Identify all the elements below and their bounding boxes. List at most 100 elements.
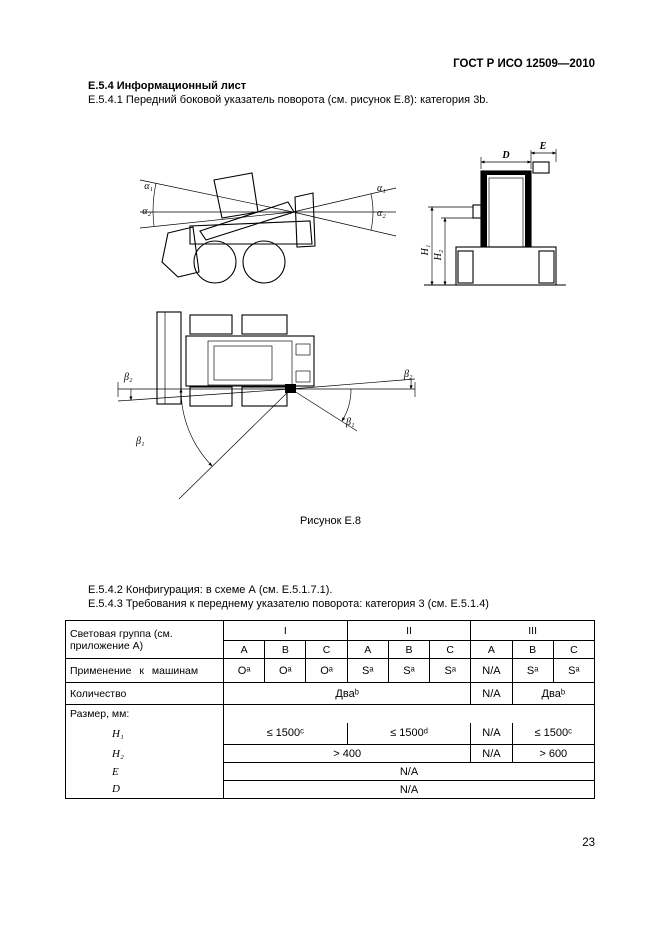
application-value-cell: Sᵃ bbox=[552, 658, 596, 683]
beta1-label: β₁ bbox=[345, 417, 354, 428]
h1-label-cell: H₁ bbox=[65, 722, 224, 745]
e-value-cell: N/A bbox=[223, 762, 595, 781]
angle-arc bbox=[370, 193, 374, 213]
wheel-bottom-left bbox=[189, 386, 233, 407]
subcol-header: A bbox=[470, 640, 513, 659]
application-value-cell: Oᵃ bbox=[264, 658, 307, 683]
side-view-drawing: α₁ α₂ α₁ α₂ bbox=[139, 172, 397, 284]
figure-e8: α₁ α₂ α₁ α₂ D E H₁ bbox=[117, 141, 566, 500]
h2-label-cell: H₂ bbox=[65, 744, 224, 763]
front-view-drawing: D E H₁ H₂ bbox=[420, 141, 566, 286]
application-value-cell: Oᵃ bbox=[305, 658, 348, 683]
left-wheel-front bbox=[457, 250, 474, 284]
h1-row: H₁ ≤ 1500ᶜ ≤ 1500ᵈ N/A ≤ 1500ᶜ bbox=[65, 722, 596, 745]
subcol-header: C bbox=[305, 640, 348, 659]
beta1-arc bbox=[179, 388, 213, 467]
page-number: 23 bbox=[582, 837, 595, 849]
e-row: E N/A bbox=[65, 762, 595, 781]
angle-arc bbox=[370, 211, 374, 231]
size-label-cell: Размер, мм: bbox=[65, 704, 224, 723]
requirements-table: Световая группа (см. приложение А) I II … bbox=[65, 620, 596, 799]
wheel-top-left bbox=[189, 314, 233, 335]
rear-post bbox=[294, 192, 316, 248]
blade bbox=[156, 311, 182, 405]
light-group-label-cell: Световая группа (см. приложение А) bbox=[65, 620, 224, 659]
front-wheel bbox=[242, 240, 286, 284]
quantity-value-cell: Дваᵇ bbox=[222, 682, 472, 705]
application-value-cell: Sᵃ bbox=[387, 658, 431, 683]
bucket bbox=[161, 226, 200, 278]
subcol-header: B bbox=[511, 640, 554, 659]
application-value-cell: Oᵃ bbox=[222, 658, 266, 683]
beta1-label: β₁ bbox=[135, 436, 144, 447]
angle-arc bbox=[152, 211, 155, 227]
d-dim-label: D bbox=[501, 150, 509, 161]
subcol-header: C bbox=[429, 640, 472, 659]
h1-value-cell: ≤ 1500ᵈ bbox=[346, 722, 472, 745]
h1-dim-label: H₁ bbox=[420, 245, 431, 257]
h2-row: H₂ > 400 N/A > 600 bbox=[65, 744, 596, 763]
wheel-top-right bbox=[241, 314, 288, 335]
application-value-cell: Sᵃ bbox=[511, 658, 554, 683]
chassis bbox=[189, 220, 313, 245]
size-header-row: Размер, мм: bbox=[65, 704, 595, 723]
rops-top-beam bbox=[481, 171, 531, 175]
lift-arm bbox=[199, 201, 295, 241]
alpha2-label: α₂ bbox=[377, 208, 386, 219]
cab-outline bbox=[480, 170, 532, 248]
body-outline bbox=[185, 335, 315, 387]
wheel-bottom-right bbox=[241, 386, 288, 407]
beta2-label: β₂ bbox=[403, 369, 413, 380]
d-row: D N/A bbox=[65, 780, 595, 799]
cab-inner bbox=[488, 177, 524, 248]
angle-line bbox=[290, 388, 358, 432]
group-header-I: I bbox=[223, 620, 348, 641]
beta2-label: β₂ bbox=[123, 372, 133, 383]
subcol-header: C bbox=[552, 640, 596, 659]
quantity-label-cell: Количество bbox=[65, 682, 224, 705]
side-lamp bbox=[472, 204, 482, 219]
group-header-III: III bbox=[470, 620, 595, 641]
angle-line bbox=[139, 179, 294, 213]
group-header-row: Световая группа (см. приложение А) I II … bbox=[65, 620, 595, 659]
figure-caption: Рисунок Е.8 bbox=[299, 515, 362, 527]
angle-line bbox=[290, 378, 416, 390]
application-label-cell: Применение к машинам bbox=[65, 658, 224, 683]
paragraph-e543: Е.5.4.3 Требования к переднему указателю… bbox=[88, 598, 489, 610]
e-label-cell: E bbox=[65, 762, 224, 781]
d-value-cell: N/A bbox=[223, 780, 595, 799]
cab bbox=[213, 172, 259, 219]
rear-wheel bbox=[193, 240, 237, 284]
cab-inner-top-view bbox=[213, 345, 273, 381]
angle-line bbox=[292, 187, 397, 213]
subcol-header: A bbox=[346, 640, 389, 659]
application-value-cell: Sᵃ bbox=[346, 658, 389, 683]
rops-post-left bbox=[481, 171, 487, 247]
quantity-value-cell: Дваᵇ bbox=[511, 682, 596, 705]
application-value-cell: N/A bbox=[470, 658, 513, 683]
h2-dim-label: H₂ bbox=[433, 249, 444, 261]
subcol-header: A bbox=[222, 640, 266, 659]
application-row: Применение к машинам Oᵃ Oᵃ Oᵃ Sᵃ Sᵃ Sᵃ N… bbox=[65, 658, 596, 683]
angle-line bbox=[178, 388, 292, 500]
alpha1-label: α₁ bbox=[377, 183, 386, 194]
subcol-header: B bbox=[264, 640, 307, 659]
engine-detail bbox=[295, 343, 311, 356]
quantity-row: Количество Дваᵇ N/A Дваᵇ bbox=[65, 682, 596, 705]
h1-value-cell: N/A bbox=[470, 722, 513, 745]
h1-value-cell: ≤ 1500ᶜ bbox=[223, 722, 348, 745]
paragraph-e542: Е.5.4.2 Конфигурация: в схеме А (см. Е.5… bbox=[88, 584, 333, 596]
angle-line bbox=[117, 388, 292, 402]
h1-value-cell: ≤ 1500ᶜ bbox=[511, 722, 596, 745]
section-title: Е.5.4 Информационный лист bbox=[88, 80, 247, 92]
group-header-II: II bbox=[346, 620, 472, 641]
quantity-value-cell: N/A bbox=[470, 682, 513, 705]
right-wheel-front bbox=[538, 250, 555, 284]
alpha2-label: α₂ bbox=[142, 206, 151, 217]
cab-top-view bbox=[207, 340, 293, 386]
e-dim-label: E bbox=[539, 141, 547, 152]
h2-value-cell: N/A bbox=[470, 744, 513, 763]
size-empty-cell bbox=[223, 704, 595, 723]
rops-post-right bbox=[525, 171, 531, 247]
